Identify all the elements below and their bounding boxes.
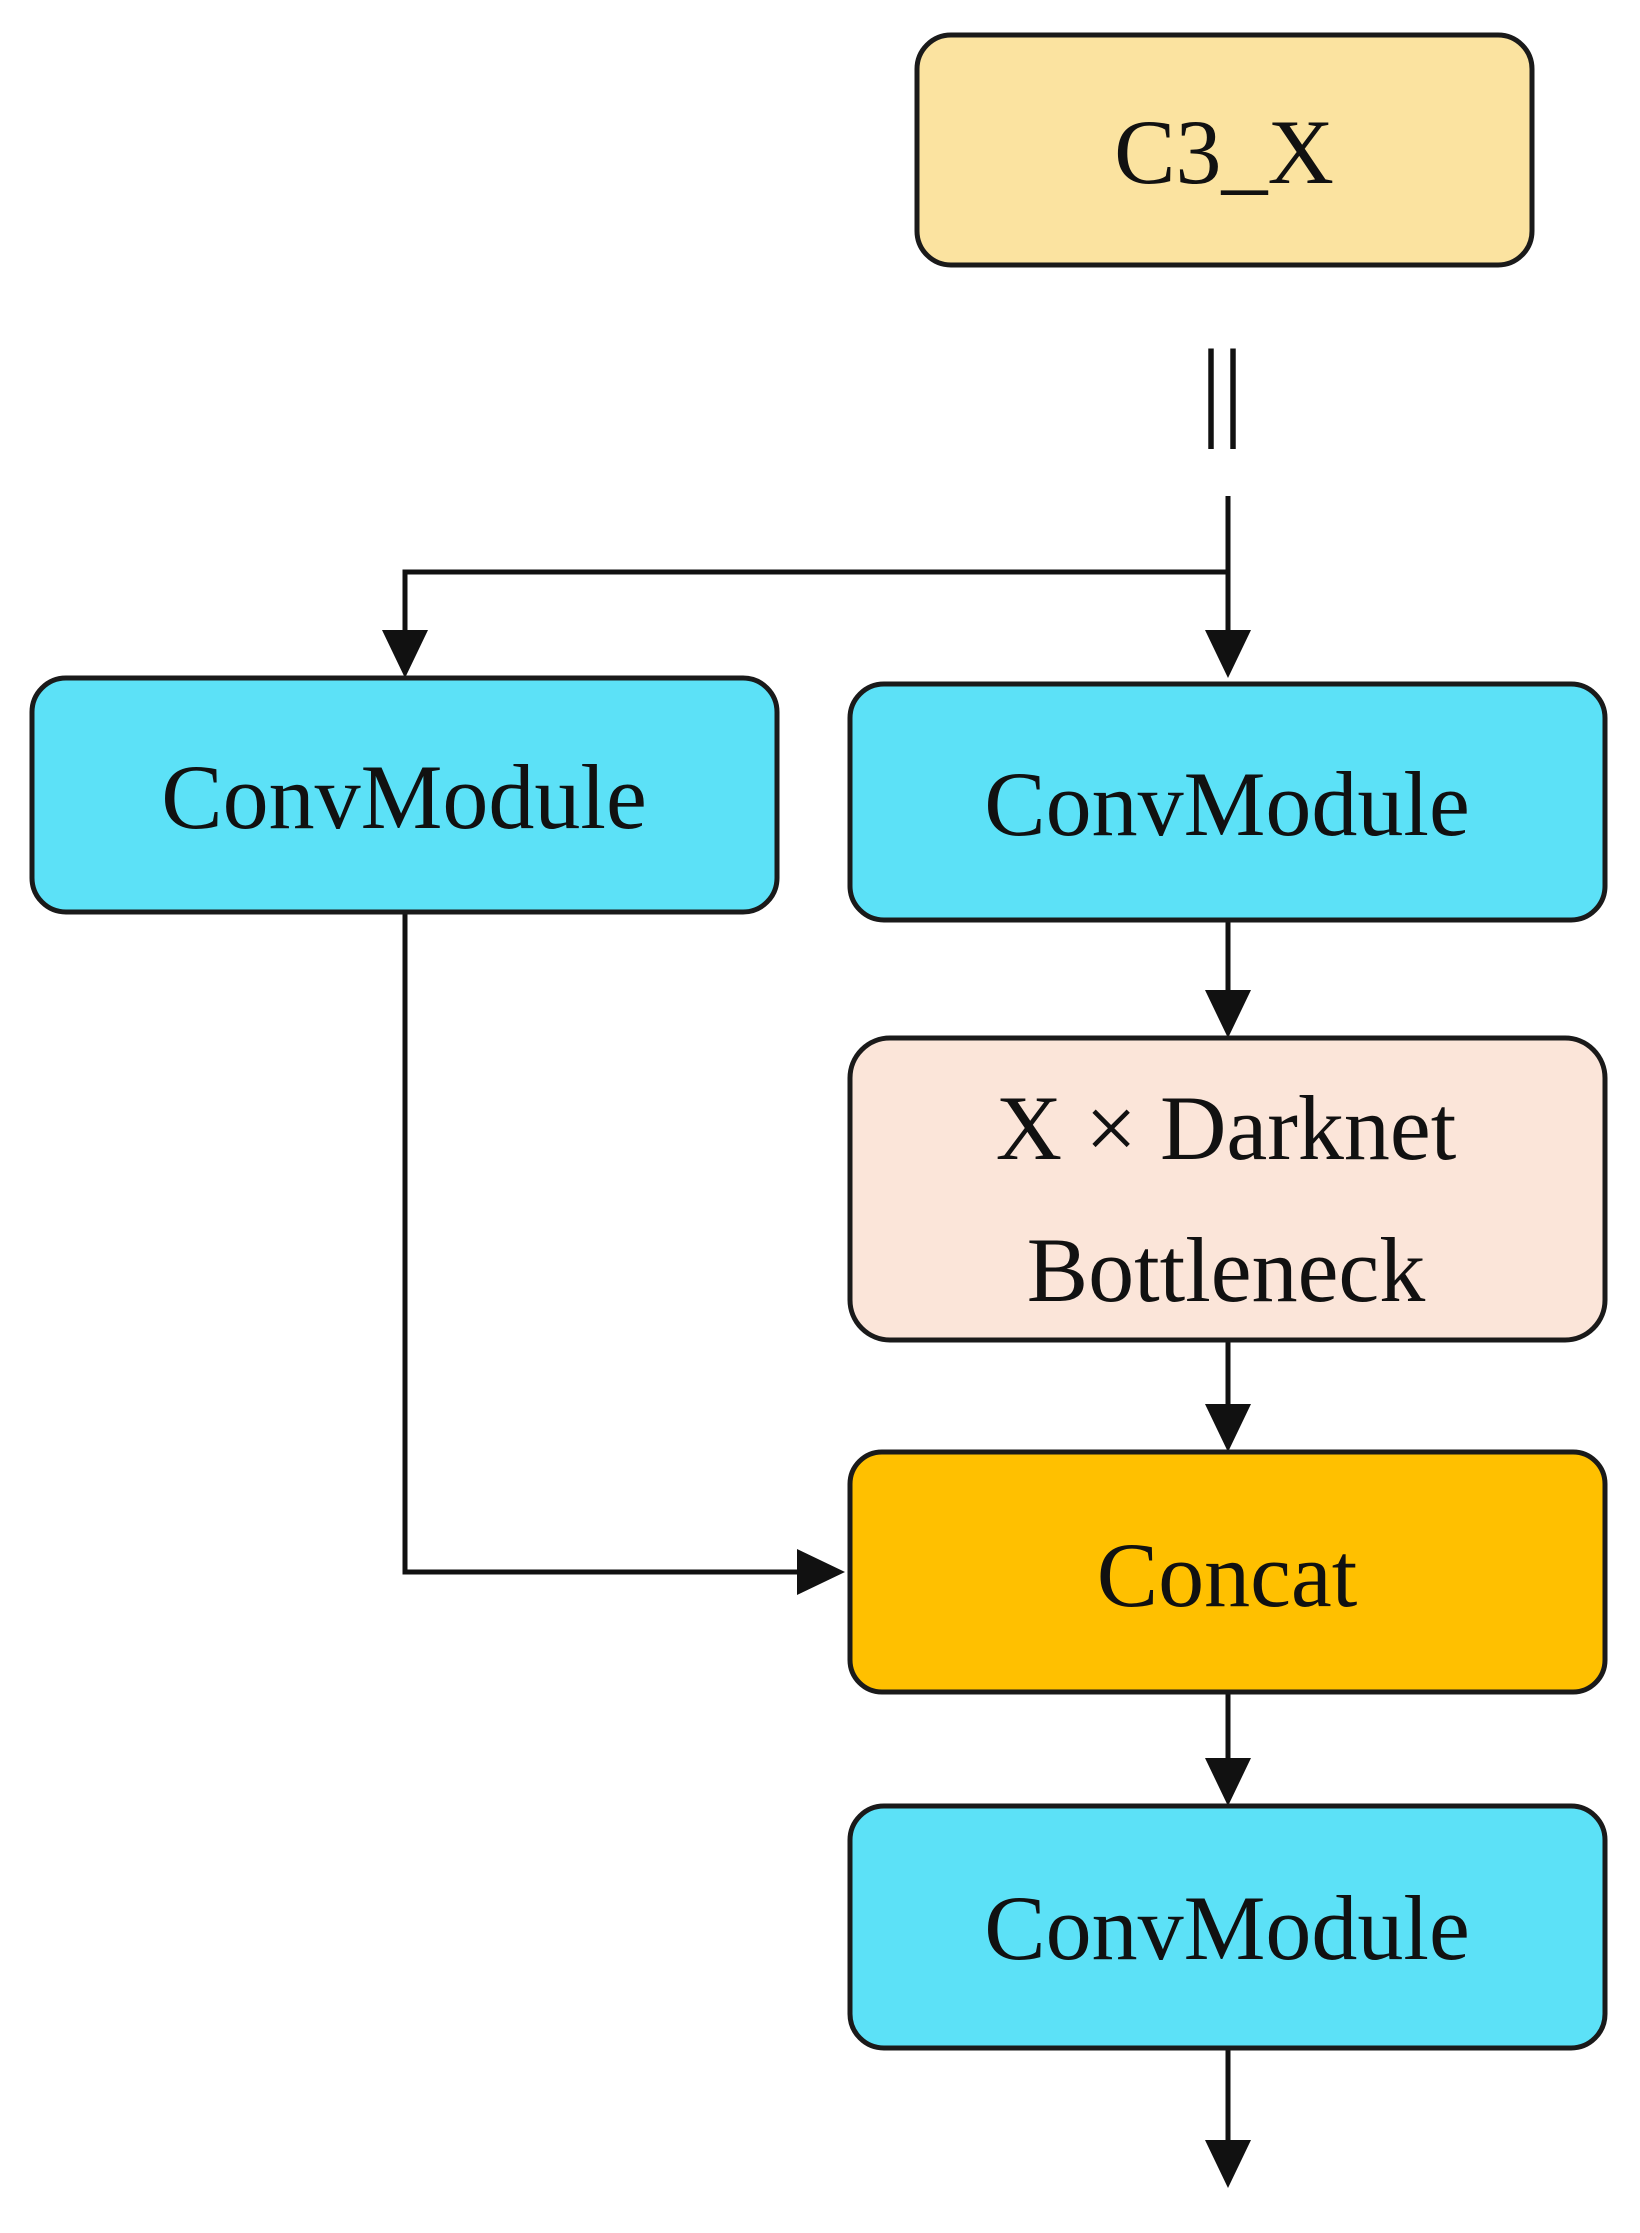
arrowhead-concat-left <box>797 1549 845 1595</box>
conv-module-output-node: ConvModule <box>847 1803 1608 2051</box>
edges <box>402 496 1231 2150</box>
darknet-bottleneck-line1: X × Darknet <box>996 1077 1457 1179</box>
arrowhead-left-conv <box>382 630 428 678</box>
arrowhead-bottleneck <box>1205 990 1251 1038</box>
concat-label: Concat <box>1097 1524 1358 1626</box>
darknet-bottleneck-node: X × Darknet Bottleneck <box>847 1035 1608 1343</box>
darknet-bottleneck-line2: Bottleneck <box>1027 1219 1426 1321</box>
title-node-box <box>914 32 1535 268</box>
conv-module-output-label: ConvModule <box>984 1877 1470 1979</box>
title-node: C3_X <box>914 32 1535 268</box>
arrowhead-output <box>1205 2140 1251 2188</box>
concat-box <box>847 1449 1608 1695</box>
concat-node: Concat <box>847 1449 1608 1695</box>
darknet-bottleneck-box <box>847 1035 1608 1343</box>
conv-module-right-label: ConvModule <box>984 753 1470 855</box>
arrowhead-output-conv <box>1205 1758 1251 1806</box>
conv-module-right-node: ConvModule <box>847 681 1608 923</box>
arrowheads <box>382 630 1251 2188</box>
conv-module-left-label: ConvModule <box>161 746 647 848</box>
edge-left-to-concat <box>402 912 805 1575</box>
conv-module-output-box <box>847 1803 1608 2051</box>
arrowhead-right-conv <box>1205 630 1251 678</box>
edge-branch-left <box>402 569 1228 640</box>
conv-module-left-box <box>29 675 780 915</box>
equivalence-symbol: || <box>1200 327 1244 449</box>
title-node-label: C3_X <box>1114 101 1334 203</box>
arrowhead-concat-top <box>1205 1404 1251 1452</box>
conv-module-right-box <box>847 681 1608 923</box>
conv-module-left-node: ConvModule <box>29 675 780 915</box>
